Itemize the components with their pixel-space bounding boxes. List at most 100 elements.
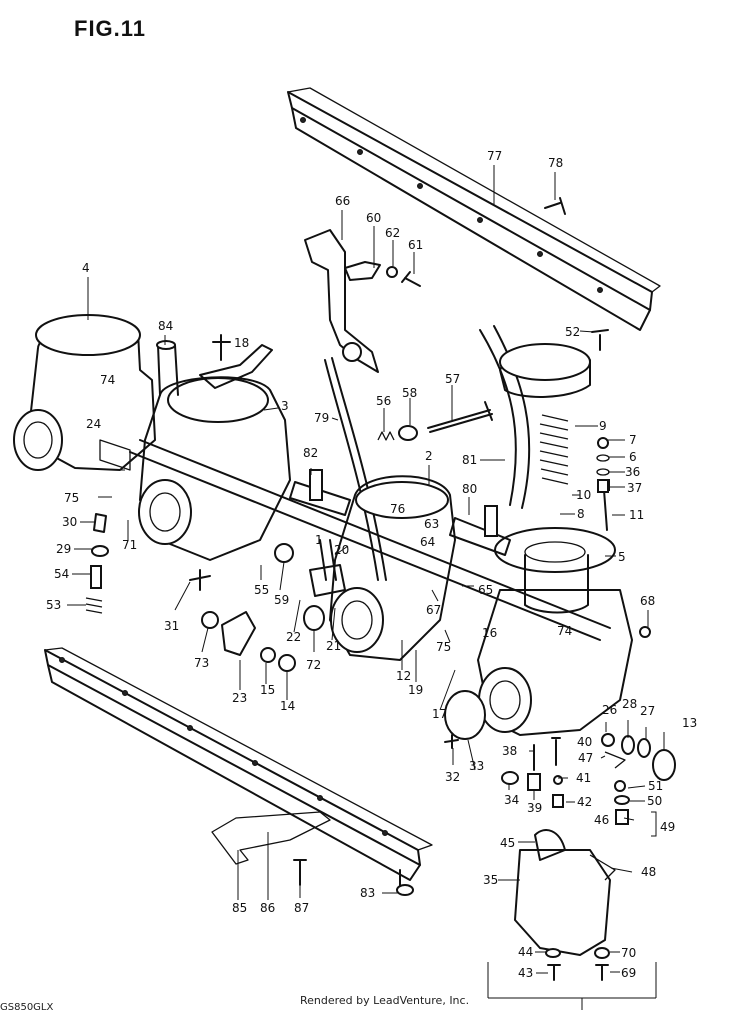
callout-79: 79 bbox=[314, 411, 329, 425]
callout-7: 7 bbox=[629, 433, 637, 447]
callout-68: 68 bbox=[640, 594, 655, 608]
jets-column bbox=[501, 737, 630, 825]
top-cover-right bbox=[499, 343, 591, 398]
nut-62 bbox=[386, 266, 398, 278]
collar-58 bbox=[398, 425, 418, 441]
callout-23: 23 bbox=[232, 691, 247, 705]
bracket-60 bbox=[344, 261, 381, 281]
callout-16: 16 bbox=[482, 626, 497, 640]
callout-66: 66 bbox=[335, 194, 350, 208]
callout-20: 20 bbox=[334, 543, 349, 557]
callout-67: 67 bbox=[426, 603, 441, 617]
parts-center bbox=[303, 539, 346, 631]
small-parts-right bbox=[596, 437, 610, 493]
callout-47: 47 bbox=[578, 751, 593, 765]
callout-69: 69 bbox=[621, 966, 636, 980]
diaphragm-piston-5 bbox=[494, 527, 616, 614]
screw-87 bbox=[293, 859, 307, 886]
callout-22: 22 bbox=[286, 630, 301, 644]
plate-85 bbox=[211, 811, 331, 865]
callout-6: 6 bbox=[629, 450, 637, 464]
callout-75a: 75 bbox=[64, 491, 79, 505]
callout-45: 45 bbox=[500, 836, 515, 850]
callout-64: 64 bbox=[420, 535, 435, 549]
callout-81: 81 bbox=[462, 453, 477, 467]
links-lower-left bbox=[189, 543, 296, 672]
callout-15: 15 bbox=[260, 683, 275, 697]
callout-33: 33 bbox=[469, 759, 484, 773]
callout-53: 53 bbox=[46, 598, 61, 612]
callout-49: 49 bbox=[660, 820, 675, 834]
float-bowl-35 bbox=[514, 829, 616, 956]
callout-32: 32 bbox=[445, 770, 460, 784]
callout-82: 82 bbox=[303, 446, 318, 460]
callout-1: 1 bbox=[315, 533, 323, 547]
fuel-tee-82 bbox=[289, 469, 351, 516]
leader-lines bbox=[67, 165, 665, 1010]
callout-73: 73 bbox=[194, 656, 209, 670]
spring-9 bbox=[539, 414, 569, 485]
callout-44: 44 bbox=[518, 945, 533, 959]
callout-14: 14 bbox=[280, 699, 295, 713]
callout-57: 57 bbox=[445, 372, 460, 386]
callout-35: 35 bbox=[483, 873, 498, 887]
callout-87: 87 bbox=[294, 901, 309, 915]
callout-50: 50 bbox=[647, 794, 662, 808]
callout-83: 83 bbox=[360, 886, 375, 900]
callout-18: 18 bbox=[234, 336, 249, 350]
carburetor-body-2 bbox=[329, 475, 456, 661]
callout-2: 2 bbox=[425, 449, 433, 463]
carburetor-body-4 bbox=[13, 314, 156, 471]
fuel-tee-80 bbox=[449, 505, 511, 556]
callout-59: 59 bbox=[274, 593, 289, 607]
callout-40: 40 bbox=[577, 735, 592, 749]
hose-81 bbox=[479, 325, 531, 509]
tube-84 bbox=[156, 340, 179, 396]
callout-3: 3 bbox=[281, 399, 289, 413]
callout-60: 60 bbox=[366, 211, 381, 225]
washers-right bbox=[601, 733, 651, 758]
upper-bracket-77 bbox=[287, 87, 661, 331]
callout-17: 17 bbox=[432, 707, 447, 721]
callout-84: 84 bbox=[158, 319, 173, 333]
lower-bracket-rail bbox=[44, 647, 433, 896]
render-credit: Rendered by LeadVenture, Inc. bbox=[300, 994, 470, 1007]
screw-78 bbox=[544, 197, 566, 215]
cable-79 bbox=[324, 357, 387, 581]
throttle-shaft bbox=[129, 439, 611, 641]
callout-80: 80 bbox=[462, 482, 477, 496]
callout-52: 52 bbox=[565, 325, 580, 339]
callout-42: 42 bbox=[577, 795, 592, 809]
callout-85: 85 bbox=[232, 901, 247, 915]
callout-77: 77 bbox=[487, 149, 502, 163]
callout-34: 34 bbox=[504, 793, 519, 807]
screw-32 bbox=[444, 734, 459, 749]
callout-27: 27 bbox=[640, 704, 655, 718]
callout-5: 5 bbox=[618, 550, 626, 564]
cable-bracket-66 bbox=[304, 229, 379, 373]
screw-18 bbox=[199, 334, 273, 389]
callout-86: 86 bbox=[260, 901, 275, 915]
callout-39: 39 bbox=[527, 801, 542, 815]
model-code: GS850GLX bbox=[0, 1002, 54, 1013]
callout-58: 58 bbox=[402, 386, 417, 400]
callout-13: 13 bbox=[682, 716, 697, 730]
callout-71: 71 bbox=[122, 538, 137, 552]
callout-19: 19 bbox=[408, 683, 423, 697]
cap-13 bbox=[652, 749, 676, 781]
callout-11: 11 bbox=[629, 508, 644, 522]
screw-61 bbox=[401, 271, 421, 287]
callout-61: 61 bbox=[408, 238, 423, 252]
callout-4: 4 bbox=[82, 261, 90, 275]
callout-48: 48 bbox=[641, 865, 656, 879]
callout-30: 30 bbox=[62, 515, 77, 529]
callout-65: 65 bbox=[478, 583, 493, 597]
small-parts-left bbox=[85, 513, 109, 614]
drain-parts bbox=[545, 947, 610, 981]
callout-51: 51 bbox=[648, 779, 663, 793]
callout-63: 63 bbox=[424, 517, 439, 531]
figure-title: FIG.11 bbox=[74, 16, 147, 41]
